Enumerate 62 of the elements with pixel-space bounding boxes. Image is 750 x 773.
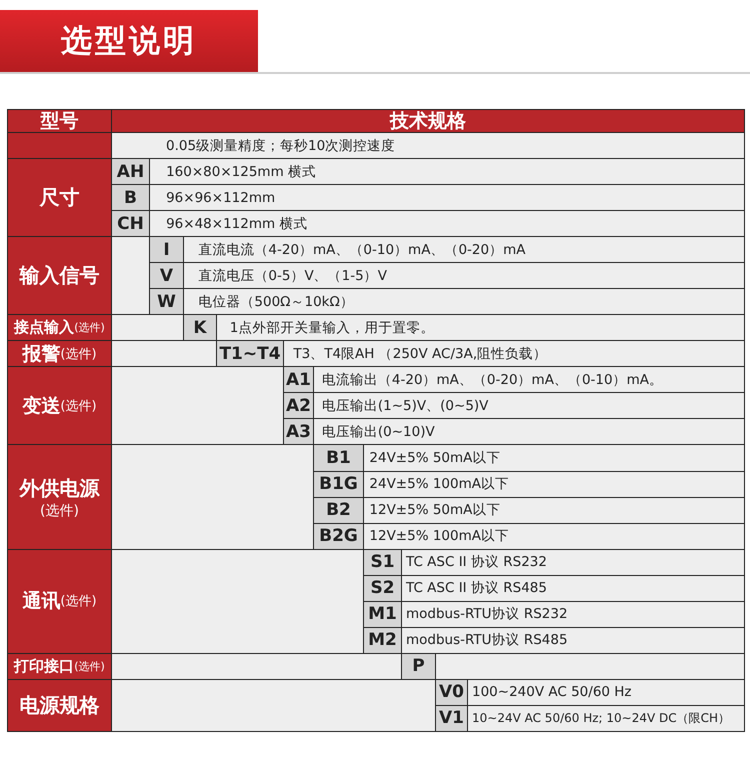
code-cell: V0 [435,678,468,706]
category-label: 输入信号 [20,262,100,290]
code-cell: B1G [313,470,364,498]
category-label: 报警 [22,342,60,366]
spec-cell: 10~24V AC 50/60 Hz; 10~24V DC（限CH） [467,704,745,732]
category-label: 变送 [22,394,60,419]
spec-cell: 0.05级测量精度；每秒10次测控速度 [111,132,745,160]
spec-cell: 1点外部开关量输入，用于置零。 [216,314,745,342]
code-cell: A2 [283,392,314,420]
optional-note: (选件) [74,658,105,674]
spec-cell: 12V±5% 50mA以下 [363,496,745,524]
optional-note: (选件) [60,594,97,610]
code-cell: A1 [283,366,314,394]
spec-cell: 直流电压（0-5）V、（1-5）V [183,262,745,290]
title: 选型说明 [61,22,197,61]
column-header: 型号 [7,109,112,133]
optional-note: (选件) [60,398,97,415]
code-cell: B [111,184,150,212]
code-cell: T1~T4 [216,340,284,368]
spec-cell: TC ASC II 协议 RS485 [401,574,745,602]
spec-cell: 电位器（500Ω～10kΩ） [183,288,745,316]
spec-cell: 直流电流（4-20）mA、（0-10）mA、（0-20）mA [183,236,745,264]
code-cell: A3 [283,418,314,446]
column-header: 技术规格 [111,109,745,133]
code-cell: B1 [313,444,364,472]
spec-cell: 电压输出(1~5)V、(0~5)V [313,392,745,420]
category-label: 尺寸 [40,184,80,212]
spec-cell: 100~240V AC 50/60 Hz [467,678,745,706]
spec-cell: 24V±5% 50mA以下 [363,444,745,472]
category-label: 通讯 [22,589,60,614]
code-cell: S2 [363,574,402,602]
spec-cell: 24V±5% 100mA以下 [363,470,745,498]
spec-cell: 160×80×125mm 横式 [149,158,745,186]
spec-cell: 96×48×112mm 横式 [149,210,745,238]
code-cell: AH [111,158,150,186]
code-cell: W [149,288,184,316]
category-label: 打印接口 [14,656,74,676]
spec-cell: TC ASC II 协议 RS232 [401,548,745,576]
code-cell: I [149,236,184,264]
spec-cell: T3、T4限AH （250V AC/3A,阻性负载） [283,340,745,368]
spec-cell: 电流输出（4-20）mA、（0-20）mA、（0-10）mA。 [313,366,745,394]
optional-note: (选件) [60,346,97,362]
spec-cell: modbus-RTU协议 RS485 [401,626,745,654]
code-cell: P [401,652,436,680]
category-label: 电源规格 [20,692,100,719]
spec-cell: modbus-RTU协议 RS232 [401,600,745,628]
code-cell: B2G [313,522,364,550]
code-cell: V1 [435,704,468,732]
optional-note: (选件) [40,502,79,520]
code-cell: M1 [363,600,402,628]
spec-cell: 12V±5% 100mA以下 [363,522,745,550]
code-cell: M2 [363,626,402,654]
optional-note: (选件) [74,320,105,336]
spec-cell: 电压输出(0~10)V [313,418,745,446]
code-cell: CH [111,210,150,238]
code-cell: B2 [313,496,364,524]
spec-cell: 96×96×112mm [149,184,745,212]
code-cell: V [149,262,184,290]
code-cell: S1 [363,548,402,576]
code-cell: K [183,314,217,342]
category-label: 接点输入 [14,318,74,338]
category-label: 外供电源 [20,474,100,502]
